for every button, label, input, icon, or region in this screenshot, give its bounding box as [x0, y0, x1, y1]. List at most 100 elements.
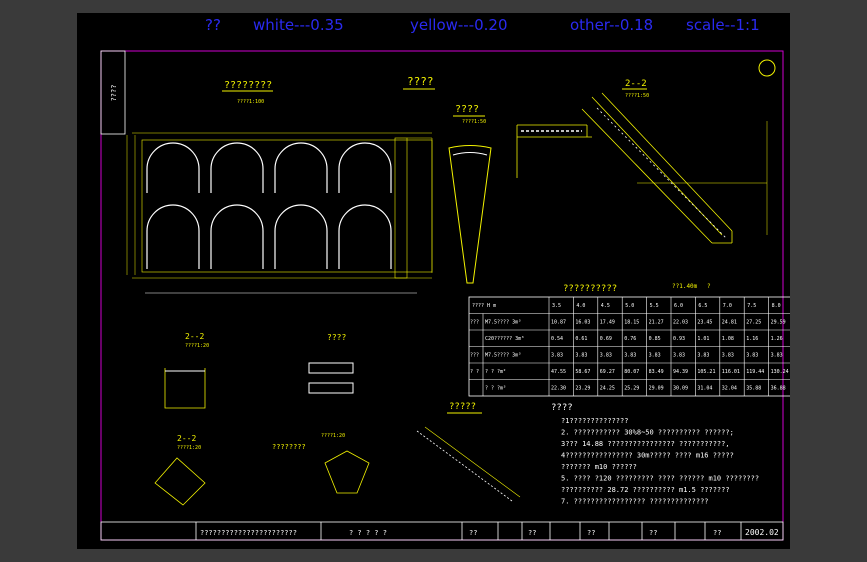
table-cell: 105.21 — [697, 369, 715, 375]
cad-drawing: ???? ???????? ????1:100 ???? ???? ????1:… — [100, 50, 790, 541]
elevation-scale: ????1:100 — [237, 99, 264, 105]
note-line: 4???????????????? 30m????? ???? m16 ????… — [561, 452, 734, 460]
table-cell: 22.30 — [551, 386, 566, 392]
north-symbol — [758, 59, 776, 77]
note-line: ??????? m10 ?????? — [561, 463, 637, 471]
header-q: ?? — [205, 16, 221, 34]
table-cell: 58.67 — [575, 369, 590, 375]
table-cell: 32.04 — [722, 386, 737, 392]
note-line: 7. ????????????????? ?????????????? — [561, 498, 709, 506]
table-cell: 10.87 — [551, 320, 566, 326]
table-cell: 0.61 — [575, 336, 587, 342]
table-cell: 3.83 — [551, 353, 563, 359]
table-cell: 3.83 — [771, 353, 783, 359]
detail-c-scale: ????1:20 — [177, 445, 201, 451]
header-scale: scale--1:1 — [686, 16, 760, 34]
plan-title: ???? — [407, 75, 434, 88]
arch-openings — [146, 142, 392, 269]
table-cell: 23.29 — [575, 386, 590, 392]
table-cell: 0.76 — [624, 336, 636, 342]
quantity-table: ???? H m 3.5 4.0 4.5 5.0 5.5 6.0 6.5 7.0 7.5 8.0??… — [468, 296, 790, 397]
header-other: other--0.18 — [570, 16, 654, 34]
arch-wall-elevation — [126, 132, 433, 294]
note-line: ?1?????????????? — [561, 417, 628, 425]
table-header-cell: 4.0 — [576, 303, 585, 309]
table-header-cell: 4.5 — [601, 303, 610, 309]
table-cell: 17.49 — [600, 320, 615, 326]
table-cell: 0.54 — [551, 336, 563, 342]
title-date: 2002.02 — [745, 528, 779, 537]
arch-opening — [146, 142, 200, 193]
table-header-cell: ???? H m — [472, 303, 496, 309]
table-cell: 24.81 — [722, 320, 737, 326]
drawing-sheet: ?? white---0.35 yellow---0.20 other--0.1… — [77, 13, 790, 549]
detail-a-scale: ????1:20 — [185, 343, 209, 349]
table-header-cell: 5.5 — [650, 303, 659, 309]
detail22-title: 2--2 — [625, 79, 647, 89]
arch-opening — [338, 142, 392, 193]
table-cell: 130.24 — [771, 369, 789, 375]
table-cell: 3.83 — [575, 353, 587, 359]
header-yellow: yellow---0.20 — [410, 16, 508, 34]
table-scale-note: ??1.40m — [672, 283, 698, 290]
detail-c-shape — [154, 457, 206, 506]
table-cell: 3.83 — [746, 353, 758, 359]
table-header-cell: 6.0 — [674, 303, 683, 309]
table-header-cell: 7.5 — [747, 303, 756, 309]
arch-opening — [338, 204, 392, 269]
table-cell: 3.83 — [697, 353, 709, 359]
table-cell: 3.83 — [649, 353, 661, 359]
notes-title: ???? — [551, 403, 573, 413]
detail-d-scale: ????1:20 — [321, 433, 345, 439]
table-cell: 3.83 — [673, 353, 685, 359]
detail22-scale: ????1:50 — [625, 93, 649, 99]
table-cell: 36.88 — [771, 386, 786, 392]
table-cell: 3.83 — [600, 353, 612, 359]
note-line: 2. ??????????? 30%8~50 ?????????? ??????… — [561, 429, 734, 437]
table-header-cell: 6.5 — [698, 303, 707, 309]
detail-e-title: ????? — [449, 402, 476, 412]
detail-e-rebar — [416, 430, 513, 502]
table-cell: 24.25 — [600, 386, 615, 392]
title-review: ?? — [587, 529, 595, 537]
detail-b-block1 — [308, 362, 354, 374]
table-cell: 3.83 — [624, 353, 636, 359]
table-cell: 116.01 — [722, 369, 740, 375]
title-project: ??????????????????????? — [200, 529, 297, 537]
note-line: 3??? 14.88 ???????????????? ???????????, — [561, 440, 730, 448]
table-row-group: ??? — [470, 320, 479, 326]
detail-d-title: ???????? — [272, 443, 306, 451]
table-header-cell: 7.0 — [723, 303, 732, 309]
detail-a-shape — [164, 368, 206, 409]
table-cell: 1.01 — [697, 336, 709, 342]
table-cell: 0.69 — [600, 336, 612, 342]
table-cell: 3.83 — [722, 353, 734, 359]
table-cell: 1.16 — [746, 336, 758, 342]
detail-c-title: 2--2 — [177, 434, 196, 443]
table-cell: 30.09 — [673, 386, 688, 392]
table-row-label: C20?????? 3m³ — [485, 336, 524, 342]
table-header-cell: 8.0 — [772, 303, 781, 309]
table-row-label: M7.5???? 3m³ — [485, 320, 521, 326]
detail-d-shape — [324, 450, 370, 494]
side-label-box — [100, 50, 126, 135]
table-cell: 69.27 — [600, 369, 615, 375]
table-cell: 22.03 — [673, 320, 688, 326]
table-row-label: ? ? ?m³ — [485, 386, 506, 392]
table-cell: 29.09 — [649, 386, 664, 392]
notes-body: ?1?????????????? 2. ??????????? 30%8~50 ?… — [561, 417, 759, 506]
title-design: ?? — [469, 529, 477, 537]
table-cell: 80.07 — [624, 369, 639, 375]
title-date-label: ?? — [713, 529, 721, 537]
title-check: ?? — [528, 529, 536, 537]
table-header-cell: 3.5 — [552, 303, 561, 309]
table-cell: 27.25 — [746, 320, 761, 326]
table-cell: 16.03 — [575, 320, 590, 326]
side-label: ???? — [110, 85, 118, 102]
table-row-group: ??? — [470, 353, 479, 359]
table-cell: 35.88 — [746, 386, 761, 392]
table-header-cell: 5.0 — [625, 303, 634, 309]
section-title: ???? — [455, 104, 479, 115]
table-row-label: ? ? ?m² — [485, 369, 506, 375]
table-title: ?????????? — [563, 284, 617, 294]
